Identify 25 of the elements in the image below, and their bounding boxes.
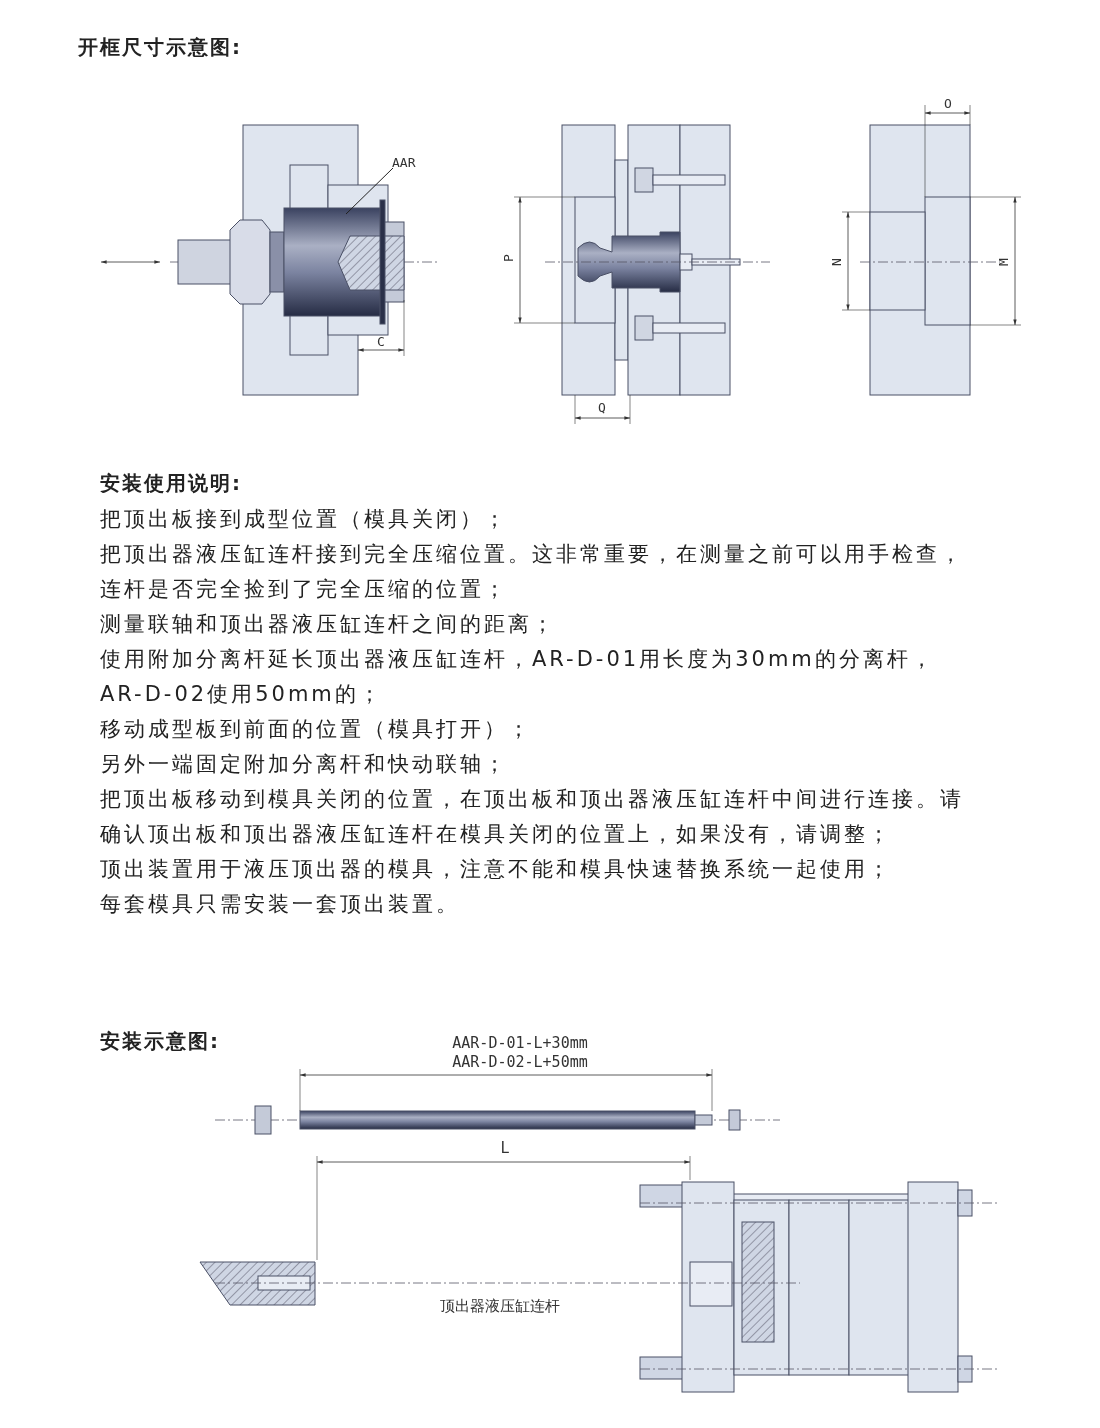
dimension-label: AAR-D-02-L+50mm bbox=[452, 1053, 588, 1071]
instruction-text: 另外一端固定附加分离杆和快动联轴； bbox=[100, 751, 509, 778]
instruction-text: 测量联轴和顶出器液压缸连杆之间的距离； bbox=[100, 611, 557, 638]
instruction-text: 使用附加分离杆延长顶出器液压缸连杆，AR-D-01用长度为30mm的分离杆，AR-D-02使用50mm的； bbox=[100, 646, 936, 708]
dimension-label: L bbox=[500, 1139, 510, 1157]
dimension-label: M bbox=[995, 258, 1011, 266]
part-label: 顶出器液压缸连杆 bbox=[440, 1296, 560, 1316]
dimension-label: C bbox=[377, 333, 385, 349]
dimension-label: P bbox=[500, 254, 516, 262]
dimension-label: N bbox=[828, 258, 844, 266]
section-heading: 安装使用说明: bbox=[100, 470, 242, 497]
instruction-text: 把顶出板接到成型位置（模具关闭）； bbox=[100, 506, 509, 533]
instruction-text: 把顶出板移动到模具关闭的位置，在顶出板和顶出器液压缸连杆中间进行连接。请确认顶出板和顶出器液压缸连杆在模具关闭的位置上，如果没有，请调整； bbox=[100, 786, 965, 848]
instruction-text: 移动成型板到前面的位置（模具打开）； bbox=[100, 716, 533, 743]
part-label: AAR bbox=[392, 155, 416, 170]
quick-coupling-drawing bbox=[177, 199, 405, 325]
dimension-label: AAR-D-01-L+30mm bbox=[452, 1034, 588, 1052]
section-heading: 安装示意图: bbox=[100, 1028, 220, 1055]
instruction-text: 把顶出器液压缸连杆接到完全压缩位置。这非常重要，在测量之前可以用手检查，连杆是否完全捡到了完全压缩的位置； bbox=[100, 541, 965, 603]
dimension-label: Q bbox=[598, 399, 606, 415]
dimension-label: O bbox=[944, 95, 952, 111]
leader-line bbox=[345, 167, 394, 215]
section-heading: 开框尺寸示意图: bbox=[78, 34, 242, 61]
instruction-text: 每套模具只需安装一套顶出装置。 bbox=[100, 891, 461, 918]
instruction-text: 顶出装置用于液压顶出器的模具，注意不能和模具快速替换系统一起使用； bbox=[100, 856, 893, 883]
